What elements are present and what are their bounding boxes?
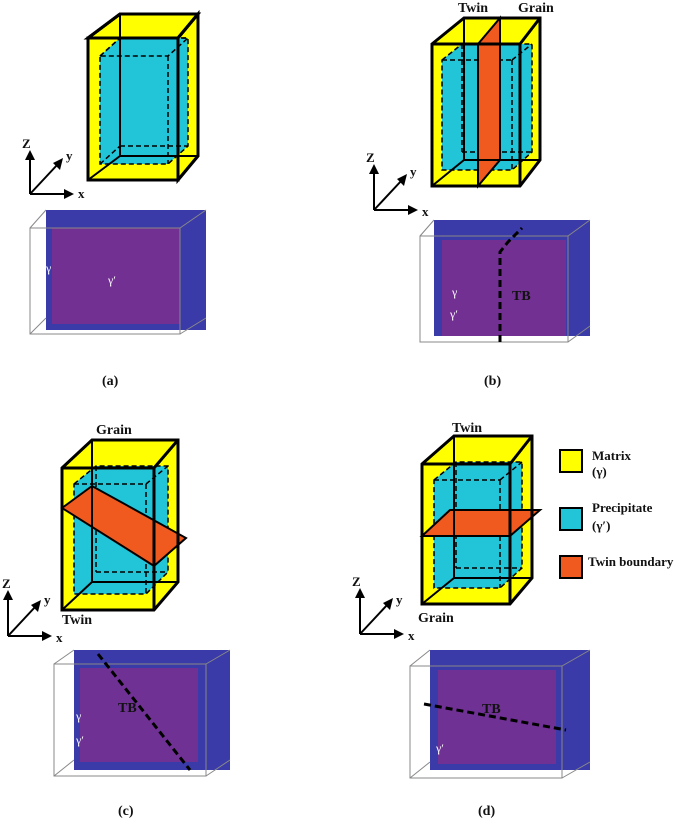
simulation-box-a: γ γ′	[29, 209, 207, 335]
panel-c: Grain Twin Z y x TB γ γ′ (c)	[2, 423, 231, 819]
legend-swatch-precipitate	[559, 507, 583, 531]
sim-gamma-label: γ	[75, 709, 82, 723]
simulation-box-c: TB γ γ′	[53, 649, 231, 777]
panel-caption-d: (d)	[478, 804, 495, 819]
label-twin-b: Twin	[458, 1, 488, 16]
legend-matrix-label: Matrix	[592, 448, 631, 463]
schematic-box-d: Twin Grain	[418, 421, 543, 626]
panel-caption-a: (a)	[102, 374, 119, 389]
sim-tb-label: TB	[512, 289, 531, 304]
legend-twin-boundary-label: Twin boundary	[588, 554, 674, 569]
legend-swatch-twin-boundary	[559, 555, 583, 579]
legend-matrix-symbol: (γ)	[592, 464, 607, 479]
label-grain-d: Grain	[418, 611, 454, 626]
panel-caption-c: (c)	[118, 804, 134, 819]
sim-gamma-prime-label: γ′	[449, 307, 458, 321]
label-grain-b: Grain	[518, 1, 554, 16]
axis-y-label: y	[410, 164, 417, 179]
label-twin-d: Twin	[452, 421, 482, 436]
legend-precipitate-label: Precipitate	[592, 500, 653, 515]
legend: Matrix (γ) Precipitate (γ′) Twin boundar…	[559, 448, 674, 579]
schematic-box-a	[83, 9, 202, 185]
panel-a: Z y x γ γ′ (a)	[22, 9, 207, 389]
axes-triad-c: Z y x	[2, 576, 63, 645]
panel-b: Twin Grain Z y x TB γ γ′ (b)	[366, 1, 591, 389]
axis-z-label: Z	[2, 576, 11, 591]
axis-x-label: x	[422, 204, 429, 219]
sim-gamma-label: γ	[423, 725, 430, 739]
axis-y-label: y	[44, 592, 51, 607]
label-grain-c: Grain	[96, 423, 132, 438]
axis-z-label: Z	[22, 136, 31, 151]
axis-y-label: y	[396, 592, 403, 607]
axes-triad-d: Z y x	[352, 574, 415, 643]
sim-gamma-prime-label: γ′	[435, 741, 444, 755]
legend-swatch-matrix	[559, 449, 583, 473]
label-twin-c: Twin	[62, 613, 92, 628]
simulation-box-b: TB γ γ′	[419, 219, 591, 343]
axes-triad-b: Z y x	[366, 150, 429, 219]
axis-y-label: y	[66, 148, 73, 163]
sim-tb-label: TB	[482, 702, 501, 717]
panel-caption-b: (b)	[484, 374, 501, 389]
sim-gamma-label: γ	[451, 285, 458, 299]
axis-x-label: x	[408, 628, 415, 643]
sim-gamma-prime-label: γ′	[75, 733, 84, 747]
panel-d: Twin Grain Z y x TB γ γ′ (d)	[352, 421, 591, 819]
sim-gamma-prime-label: γ′	[107, 273, 116, 287]
schematic-box-b: Twin Grain	[430, 1, 554, 189]
axis-x-label: x	[56, 630, 63, 645]
axis-z-label: Z	[352, 574, 361, 589]
sim-gamma-label: γ	[45, 261, 52, 275]
axes-triad-a: Z y x	[22, 136, 85, 201]
simulation-box-d: TB γ γ′	[409, 649, 591, 779]
schematic-box-c: Grain Twin	[60, 423, 188, 628]
axis-z-label: Z	[366, 150, 375, 165]
axis-x-label: x	[78, 186, 85, 201]
legend-precipitate-symbol: (γ′)	[592, 518, 610, 533]
sim-tb-label: TB	[118, 701, 137, 716]
